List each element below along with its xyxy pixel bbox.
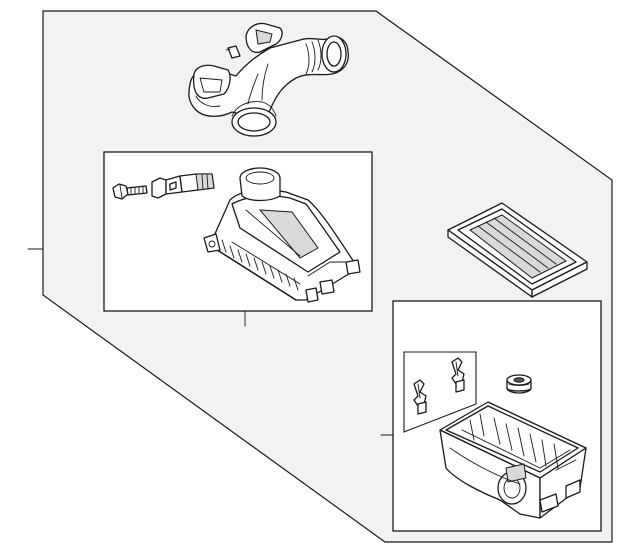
clip-icon (413, 357, 465, 415)
air-cleaner-lower-housing-icon (439, 401, 587, 519)
grommet-icon (506, 374, 532, 394)
air-filter-element-icon (447, 202, 588, 298)
air-cleaner-cover-icon (203, 167, 361, 303)
airflow-sensor-icon (151, 173, 215, 199)
bolt-icon (112, 183, 148, 200)
air-intake-duct-icon (188, 22, 349, 137)
